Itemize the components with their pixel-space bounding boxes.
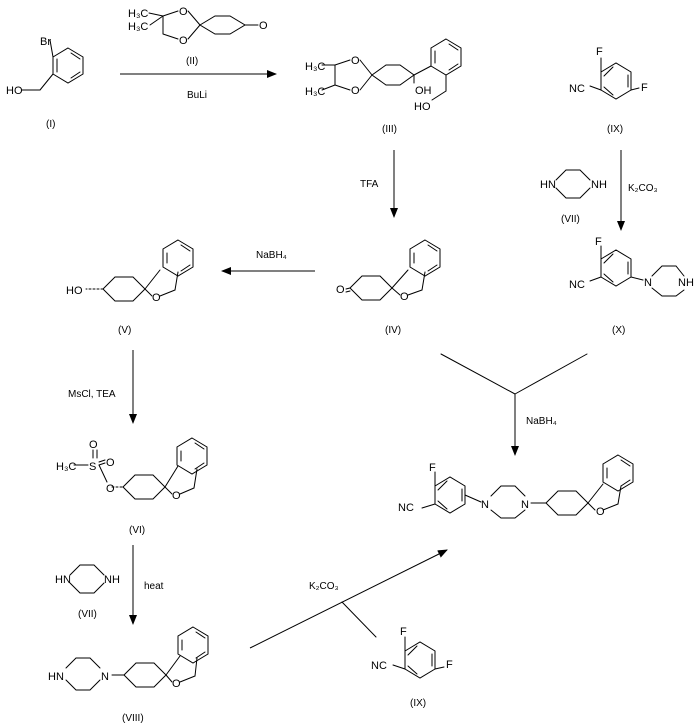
reagent-label: BuLi — [187, 90, 207, 101]
compound-label: (VII) — [78, 609, 97, 620]
compound-label: (V) — [118, 325, 131, 336]
atom-ring-o: O — [172, 490, 181, 502]
atom-o: O — [106, 457, 115, 469]
reagent-label: K₂CO₃ — [309, 581, 339, 592]
compound-label: (VI) — [129, 525, 145, 536]
compound-VI: H₃C S O O O O (VI) — [56, 437, 208, 536]
atom-nc: NC — [569, 279, 585, 291]
atom-methyl: H₃C — [305, 86, 325, 98]
atom-ring-o: O — [172, 678, 181, 690]
compound-VII: HN NH (VII) — [55, 564, 120, 620]
compound-X: F NC N NH (X) — [569, 236, 694, 336]
atom-ring-o: O — [152, 292, 161, 304]
atom-nc: NC — [569, 83, 585, 95]
compound-VIII: HN N O (VIII) — [48, 626, 209, 724]
atom-f: F — [429, 462, 436, 474]
reagent-label: K₂CO₃ — [628, 183, 658, 194]
atom-f: F — [400, 626, 407, 638]
reagent-label: TFA — [360, 179, 379, 190]
atom-nc: NC — [398, 502, 414, 514]
atom-ring-o: O — [596, 506, 605, 518]
atom-nh: NH — [678, 277, 694, 289]
reagent-label: NaBH₄ — [526, 416, 557, 427]
compound-label: (VII) — [561, 214, 580, 225]
compound-label: (I) — [46, 119, 55, 130]
atom-ring-o: O — [400, 291, 409, 303]
reagent-label: NaBH₄ — [256, 250, 287, 261]
atom-methyl: H₃C — [128, 8, 148, 20]
compound-IX: F F NC (IX) — [569, 46, 648, 135]
atom-ketone-o: O — [259, 20, 268, 32]
atom-o: O — [179, 6, 188, 18]
atom-methyl: H₃C — [56, 461, 76, 473]
compound-label: (III) — [382, 124, 397, 135]
atom-br: Br — [40, 36, 51, 48]
compound-III: H₃C H₃C O O OH HO (III) — [305, 38, 462, 135]
compound-label: (IX) — [607, 124, 623, 135]
atom-o: O — [179, 35, 188, 47]
atom-f: F — [641, 82, 648, 94]
compound-label: (X) — [612, 325, 625, 336]
atom-hn: HN — [55, 574, 71, 586]
compound-V: HO O (V) — [66, 239, 194, 336]
reagent-label: heat — [144, 581, 164, 592]
reagent-label: MsCl, TEA — [68, 389, 116, 400]
atom-o: O — [351, 85, 360, 97]
atom-o: O — [351, 55, 360, 67]
atom-n: N — [481, 499, 489, 511]
compound-label: (VIII) — [122, 713, 144, 724]
atom-ho: HO — [6, 85, 23, 97]
atom-hn: HN — [540, 179, 556, 191]
atom-nh: NH — [591, 179, 607, 191]
final-product: F NC N N O — [398, 454, 634, 519]
reaction-arrow — [249, 549, 448, 649]
compound-IX: F F NC (IX) — [371, 626, 453, 709]
compound-label: (II) — [186, 56, 198, 67]
atom-ketone-o: O — [336, 284, 345, 296]
atom-n: N — [101, 671, 109, 683]
atom-oh: OH — [415, 85, 432, 97]
compound-I: Br HO (I) — [6, 36, 84, 130]
compound-label: (IX) — [410, 698, 426, 709]
atom-f: F — [446, 659, 453, 671]
atom-ho: HO — [414, 101, 431, 113]
atom-ho: HO — [66, 285, 83, 297]
compound-label: (IV) — [385, 325, 401, 336]
atom-o: O — [89, 439, 98, 451]
atom-f: F — [596, 46, 603, 58]
atom-methyl: H₃C — [305, 61, 325, 73]
atom-f: F — [595, 236, 602, 248]
atom-nc: NC — [371, 660, 387, 672]
compound-IV: O O (IV) — [336, 239, 441, 336]
atom-n: N — [644, 277, 652, 289]
atom-hn: HN — [48, 671, 64, 683]
compound-II: H₃C H₃C O O O (II) — [128, 6, 268, 67]
atom-o: O — [106, 483, 115, 495]
atom-s: S — [89, 461, 96, 473]
compound-VII: HN NH (VII) — [540, 169, 607, 225]
atom-methyl: H₃C — [128, 21, 148, 33]
atom-n: N — [521, 499, 529, 511]
atom-nh: NH — [104, 574, 120, 586]
